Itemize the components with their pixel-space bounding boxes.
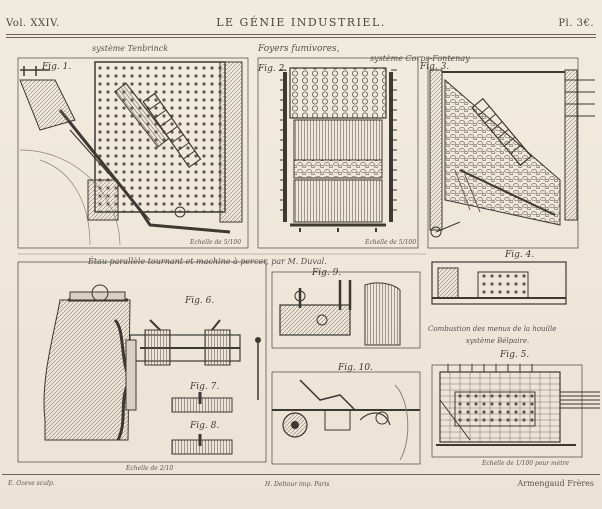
publisher-credit: Armengaud Frères (517, 479, 594, 488)
engraver-credit: E. Ozeve sculp. (8, 480, 55, 487)
title-etau: Étau parallèle tournant et machine à per… (88, 257, 327, 266)
fig4-section (431, 261, 567, 305)
fig1-furnace (17, 57, 249, 249)
plate-title: LE GÉNIE INDUSTRIEL. (216, 16, 386, 29)
plate-number: Pl. 3€. (558, 18, 594, 29)
fig9-label: Fig. 9. (312, 268, 342, 278)
fig6-vise-drill (17, 261, 267, 463)
title-tenbrinck: système Tenbrinck (92, 44, 169, 53)
fig7-label: Fig. 7. (190, 382, 220, 392)
fig10-mechanism (271, 371, 421, 465)
scale-fig1: Echelle de 5/100 (190, 239, 242, 246)
fig10-label: Fig. 10. (338, 363, 373, 373)
fig3-label: Fig. 3. (420, 62, 450, 72)
fig8-label: Fig. 8. (190, 421, 220, 431)
fig2-furnace (257, 57, 419, 249)
fig5-boiler (431, 364, 600, 458)
title-combustion-1: Combustion des menus de la houille (428, 325, 557, 333)
fig1-label: Fig. 1. (42, 62, 72, 72)
header-rule-2 (6, 37, 596, 38)
fig9-section (271, 271, 421, 349)
title-combustion-2: système Bélpaire. (466, 337, 530, 345)
header-rule (6, 34, 596, 35)
fig2-label: Fig. 2. (258, 64, 288, 74)
fig4-label: Fig. 4. (505, 250, 535, 260)
title-corps-fontenay: système Corps-Fontenay (370, 54, 470, 63)
fig6-label: Fig. 6. (185, 296, 215, 306)
scale-fig2: Echelle de 5/100 (365, 239, 417, 246)
scale-fig6: Echelle de 2/10 (126, 465, 174, 472)
scale-fig5: Echelle de 1/100 pour mètre (482, 460, 570, 467)
printer-credit: H. Deltour imp. Paris (265, 481, 330, 488)
volume-label: Vol. XXIV. (6, 18, 60, 29)
fig3-furnace (427, 57, 595, 249)
footer-rule (2, 474, 600, 475)
title-foyers: Foyers fumivores, (258, 44, 340, 54)
fig5-label: Fig. 5. (500, 350, 530, 360)
